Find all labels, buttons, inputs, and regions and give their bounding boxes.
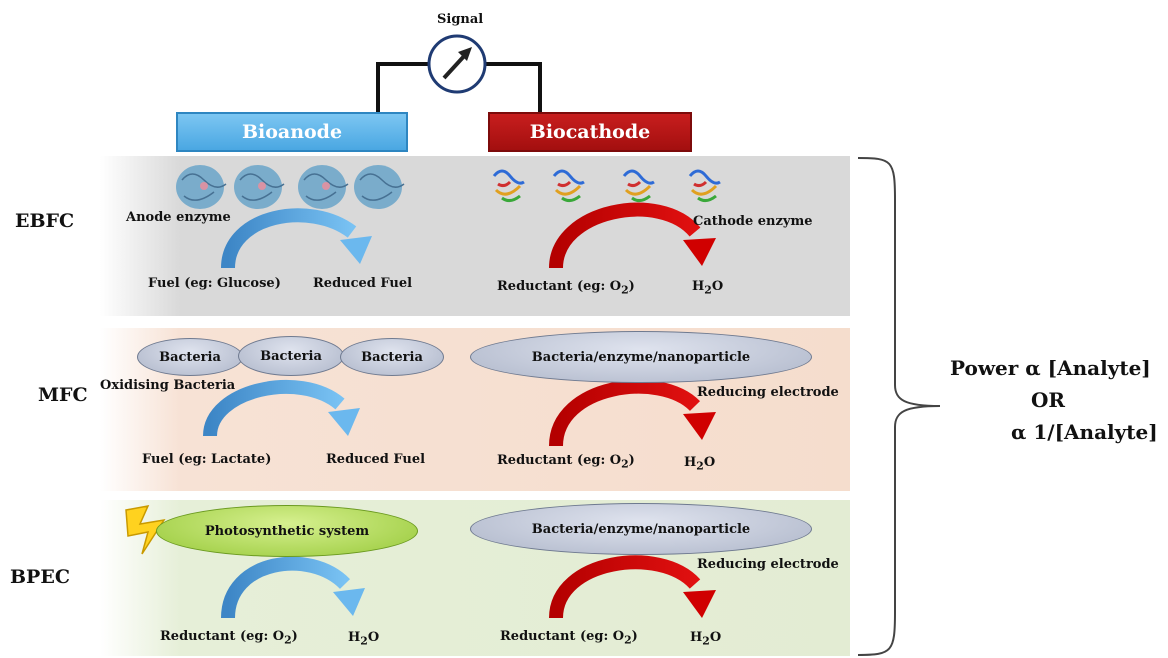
cathode-arrow-mfc (549, 379, 701, 447)
bacteria-oval-3: Bacteria (340, 338, 444, 376)
oxidising-bacteria-label: Oxidising Bacteria (100, 378, 236, 393)
bpec-anode-reductant-label: Reductant (eg: O2) (160, 629, 298, 647)
photosynthetic-system-oval: Photosynthetic system (156, 505, 418, 557)
anode-arrow-mfc (203, 379, 345, 437)
bioanode-electrode: Bioanode (176, 112, 408, 152)
bacteria-oval-1: Bacteria (137, 338, 243, 376)
bpec-anode-water-label: H2O (348, 630, 380, 648)
anode-enzyme-label: Anode enzyme (126, 210, 231, 225)
ebfc-water-label: H2O (692, 279, 724, 297)
cathode-arrowhead-mfc (683, 412, 716, 440)
row-label-mfc: MFC (38, 384, 88, 406)
right-brace (857, 157, 941, 656)
bpec-cathode-oval: Bacteria/enzyme/nanoparticle (470, 503, 812, 555)
circuit-wire-left (376, 62, 428, 112)
anode-arrowhead-ebfc (340, 236, 372, 264)
mfc-water-label: H2O (684, 455, 716, 473)
ebfc-panel (100, 156, 850, 316)
signal-label: Signal (437, 12, 484, 27)
row-label-ebfc: EBFC (15, 210, 75, 232)
power-line-3: α 1/[Analyte] (1011, 420, 1158, 444)
anode-arrow-bpec (221, 556, 351, 619)
bpec-reducing-electrode-label: Reducing electrode (697, 557, 839, 572)
bpec-cathode-reductant-label: Reductant (eg: O2) (500, 629, 638, 647)
ebfc-reductant-label: Reductant (eg: O2) (497, 279, 635, 297)
cathode-enzyme-label: Cathode enzyme (693, 214, 813, 229)
bpec-cathode-water-label: H2O (690, 630, 722, 648)
lightning-icon (125, 505, 166, 555)
cathode-arrow-bpec (549, 555, 701, 619)
power-line-2: OR (1031, 388, 1066, 412)
mfc-cathode-oval: Bacteria/enzyme/nanoparticle (470, 331, 812, 383)
power-line-1: Power α [Analyte] (950, 356, 1151, 380)
mfc-fuel-label: Fuel (eg: Lactate) (142, 452, 272, 467)
ebfc-fuel-label: Fuel (eg: Glucose) (148, 276, 281, 291)
cathode-arrowhead-ebfc (683, 238, 716, 266)
bacteria-oval-2: Bacteria (238, 336, 344, 376)
biocathode-electrode: Biocathode (488, 112, 692, 152)
cathode-arrow-ebfc (549, 202, 701, 269)
anode-arrow-ebfc (221, 208, 357, 269)
mfc-reducing-electrode-label: Reducing electrode (697, 385, 839, 400)
enzyme-structure-icon (492, 169, 721, 203)
cathode-arrowhead-bpec (683, 590, 716, 618)
mfc-reduced-fuel-label: Reduced Fuel (326, 452, 426, 467)
mfc-reductant-label: Reductant (eg: O2) (497, 453, 635, 471)
enzyme-structure-icon (176, 165, 405, 209)
row-label-bpec: BPEC (10, 566, 70, 588)
ebfc-reduced-fuel-label: Reduced Fuel (313, 276, 413, 291)
anode-arrowhead-bpec (333, 588, 365, 616)
meter-icon (427, 34, 487, 94)
circuit-wire-right (486, 62, 542, 112)
anode-arrowhead-mfc (328, 408, 360, 436)
